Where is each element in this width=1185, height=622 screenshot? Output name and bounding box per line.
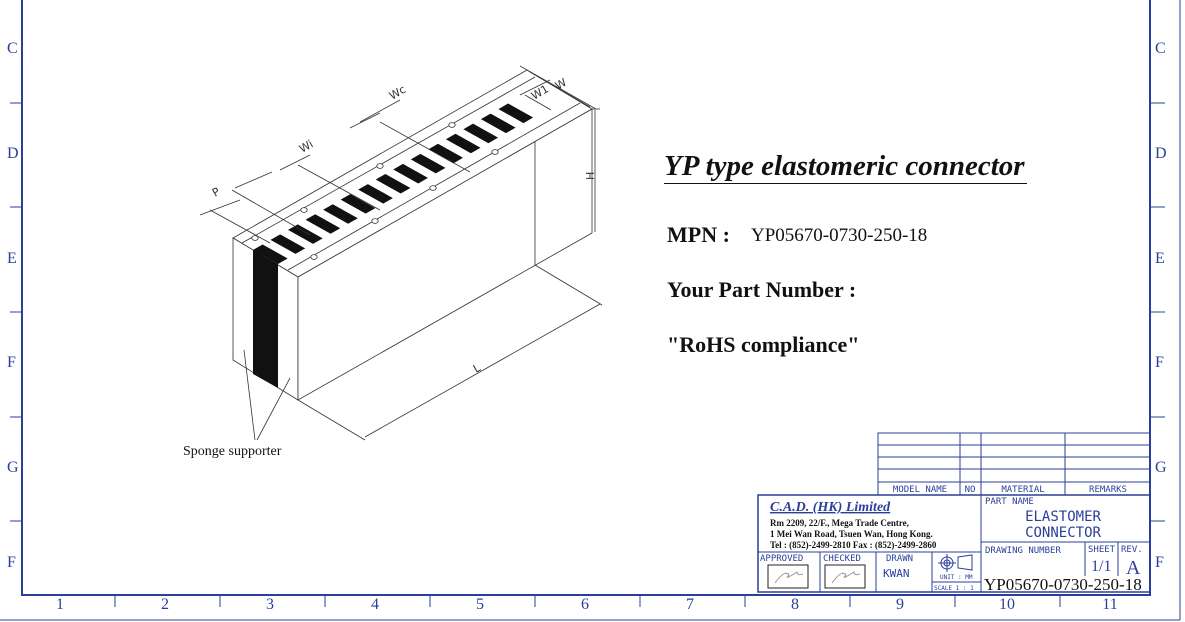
column-label: 3 bbox=[266, 596, 274, 613]
sheet-label: SHEET bbox=[1088, 545, 1116, 555]
hole bbox=[300, 207, 308, 213]
row-label: G bbox=[1155, 459, 1167, 476]
company-name: C.A.D. (HK) Limited bbox=[770, 500, 891, 515]
column-label: 10 bbox=[999, 596, 1015, 613]
bom-header: MODEL NAME bbox=[893, 485, 947, 495]
hole bbox=[371, 218, 379, 224]
column-labels: 1 2 3 4 5 6 7 8 9 10 11 bbox=[56, 596, 1118, 613]
conductive-stripe bbox=[323, 204, 358, 224]
rohs-compliance: "RoHS compliance" bbox=[667, 332, 860, 357]
checked-label: CHECKED bbox=[823, 554, 861, 564]
company-contact: Tel : (852)-2499-2810 Fax : (852)-2499-2… bbox=[770, 540, 937, 550]
hole bbox=[310, 254, 318, 260]
company-address-2: 1 Mei Wan Road, Tsuen Wan, Hong Kong. bbox=[770, 529, 933, 539]
conductive-stripe bbox=[480, 113, 516, 134]
conductive-stripe bbox=[340, 194, 376, 214]
rev-label: REV. bbox=[1121, 545, 1143, 555]
drawn-label: DRAWN bbox=[886, 554, 913, 564]
row-labels-left: C D E F G F bbox=[7, 40, 19, 571]
scale-label: SCALE 1 : 1 bbox=[934, 585, 974, 592]
column-label: 11 bbox=[1102, 596, 1117, 613]
row-label: D bbox=[7, 145, 19, 162]
sponge-supporter-callout: Sponge supporter bbox=[183, 444, 282, 459]
row-label: G bbox=[7, 459, 19, 476]
conductive-stripe bbox=[445, 133, 481, 154]
part-name-line-2: CONNECTOR bbox=[1025, 525, 1101, 541]
row-label: F bbox=[1155, 554, 1164, 571]
row-label: F bbox=[7, 554, 16, 571]
mpn-label: MPN : bbox=[667, 222, 730, 247]
conductive-stripe bbox=[253, 244, 288, 264]
mpn-value: YP05670-0730-250-18 bbox=[751, 225, 928, 246]
conductive-stripe bbox=[375, 173, 411, 194]
row-label: D bbox=[1155, 145, 1167, 162]
checked-signature bbox=[831, 571, 861, 584]
dim-wc: Wc bbox=[387, 83, 408, 103]
part-name-line-1: ELASTOMER bbox=[1025, 509, 1101, 525]
column-label: 9 bbox=[896, 596, 904, 613]
drawing-number-label: DRAWING NUMBER bbox=[985, 546, 1061, 556]
row-label: F bbox=[7, 354, 16, 371]
column-label: 6 bbox=[581, 596, 589, 613]
row-label: C bbox=[7, 40, 18, 57]
row-label: E bbox=[7, 250, 17, 267]
conductive-stripe bbox=[305, 214, 341, 234]
conductive-stripe bbox=[463, 123, 499, 144]
dim-p: P bbox=[210, 185, 223, 200]
approved-signature bbox=[774, 571, 804, 584]
conductive-stripes bbox=[253, 103, 534, 264]
bom-header: MATERIAL bbox=[1001, 485, 1044, 495]
column-label: 2 bbox=[161, 596, 169, 613]
row-labels-right: C D E F G F bbox=[1155, 40, 1167, 571]
row-label: F bbox=[1155, 354, 1164, 371]
hole bbox=[448, 122, 456, 128]
conductive-strip-end bbox=[253, 250, 278, 388]
conductive-stripe bbox=[428, 143, 463, 164]
hole bbox=[429, 185, 437, 191]
connector-isometric bbox=[199, 65, 603, 441]
hole bbox=[251, 235, 259, 241]
your-part-number-label: Your Part Number : bbox=[667, 277, 857, 302]
bom-header: NO bbox=[965, 485, 976, 495]
row-label: C bbox=[1155, 40, 1166, 57]
unit-label: UNIT : MM bbox=[940, 574, 973, 581]
company-address-1: Rm 2209, 22/F., Mega Trade Centre, bbox=[770, 518, 909, 528]
approved-label: APPROVED bbox=[760, 554, 803, 564]
dim-l: L bbox=[471, 361, 484, 376]
column-label: 5 bbox=[476, 596, 484, 613]
column-label: 7 bbox=[686, 596, 694, 613]
column-label: 8 bbox=[791, 596, 799, 613]
conductive-stripe bbox=[358, 184, 393, 204]
drawing-title: YP type elastomeric connector bbox=[664, 150, 1027, 184]
rev-value: A bbox=[1126, 557, 1141, 579]
hole bbox=[376, 163, 384, 169]
conductive-stripe bbox=[270, 234, 306, 254]
column-label: 4 bbox=[371, 596, 379, 613]
sheet-value: 1/1 bbox=[1091, 558, 1111, 575]
drawing-number: YP05670-0730-250-18 bbox=[984, 575, 1142, 594]
conductive-stripe bbox=[393, 163, 428, 184]
conductive-stripe bbox=[498, 103, 534, 124]
projection-symbol-icon bbox=[938, 554, 973, 572]
conductive-stripe bbox=[410, 153, 446, 174]
part-name-label: PART NAME bbox=[985, 497, 1034, 507]
row-label: E bbox=[1155, 250, 1165, 267]
dim-h: H bbox=[584, 172, 597, 180]
column-label: 1 bbox=[56, 596, 64, 613]
bom-headers: MODEL NAME NO MATERIAL REMARKS bbox=[893, 485, 1127, 495]
conductive-stripe bbox=[288, 224, 323, 244]
title-block bbox=[757, 432, 1151, 593]
dim-wi: Wi bbox=[297, 137, 315, 155]
bom-header: REMARKS bbox=[1089, 485, 1127, 495]
holes bbox=[251, 122, 499, 260]
drawn-value: KWAN bbox=[883, 567, 910, 580]
hole bbox=[491, 149, 499, 155]
